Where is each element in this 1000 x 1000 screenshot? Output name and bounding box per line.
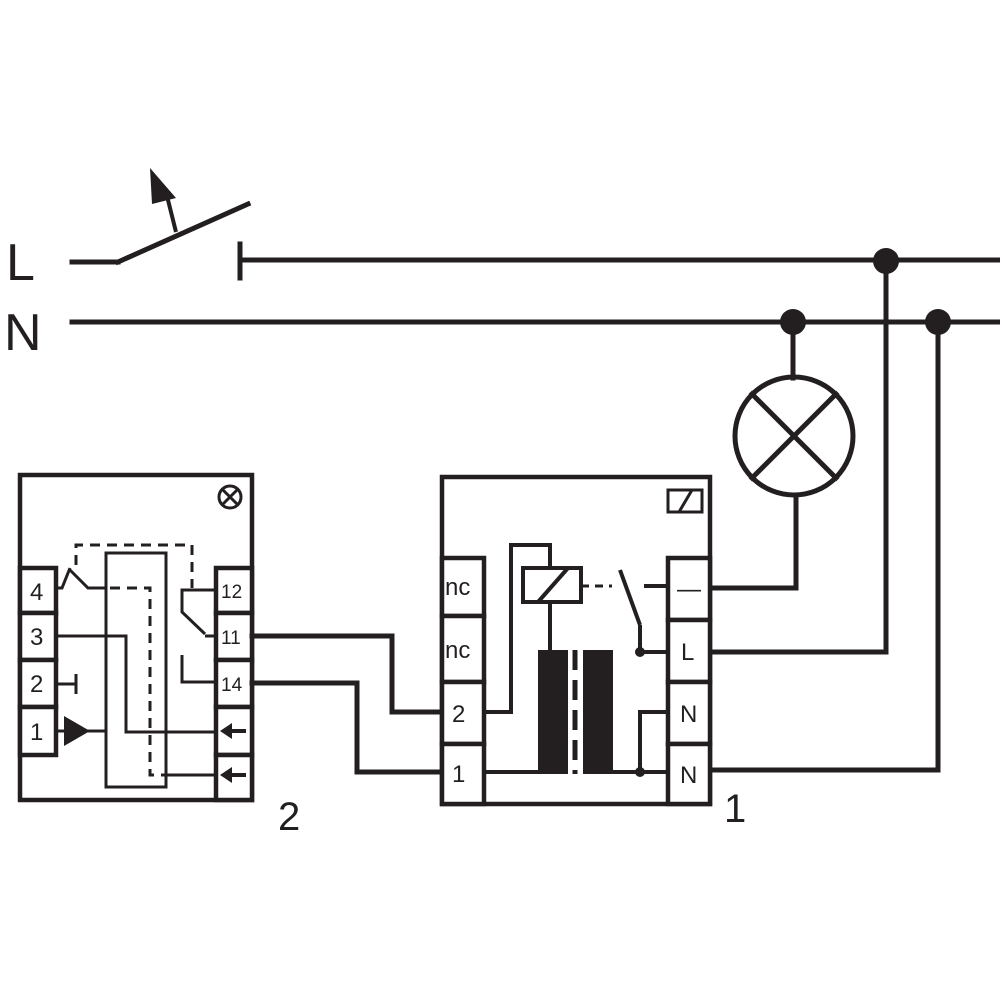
device-2-terminal-4-label: 4 xyxy=(30,579,43,606)
device-2-terminal-4 xyxy=(17,565,59,616)
screw-icon xyxy=(217,484,243,510)
device-2-terminal-2-label: 2 xyxy=(30,671,43,698)
device-2-terminal-1-label: 1 xyxy=(30,719,43,746)
device-2-terminal-12-label: 12 xyxy=(221,582,242,603)
triangle-icon xyxy=(64,716,90,746)
phase-label: L xyxy=(6,234,35,292)
device-1-terminal-nc-label: nc xyxy=(445,637,470,664)
device-2-dashed-link xyxy=(74,543,194,588)
device-2-terminal-11-label: 11 xyxy=(221,628,241,649)
device-1-terminal-nc-label: nc xyxy=(445,574,470,601)
contact-symbol-icon xyxy=(56,567,106,590)
device-2-module xyxy=(104,551,168,789)
pushbutton-switch-icon xyxy=(69,168,252,281)
device-1-terminal-L-label: L xyxy=(681,639,694,666)
relay-coil-icon xyxy=(666,488,704,514)
wire-14-to-1 xyxy=(249,680,445,775)
device-1-number: 1 xyxy=(724,787,746,831)
device-2-terminal-arrow xyxy=(213,752,255,803)
device-1-terminal-N-label: N xyxy=(680,701,697,728)
device-2-terminal-14-label: 14 xyxy=(221,675,243,696)
lamp-icon xyxy=(732,374,856,498)
device-1-terminal-switched-label: — xyxy=(677,576,701,603)
device-1-terminal-1-label: 1 xyxy=(452,761,465,788)
transformer-icon xyxy=(538,650,613,774)
contact-symbol-icon xyxy=(618,569,642,626)
wire-11-to-2 xyxy=(249,633,445,715)
device-1-terminal-N-label: N xyxy=(680,762,697,789)
device-2-number: 2 xyxy=(278,795,300,839)
device-1-terminal-2-label: 2 xyxy=(452,701,465,728)
arrow-left-icon xyxy=(220,723,246,739)
device-1-terminal-nc xyxy=(439,613,487,685)
device-2-terminal-3-label: 3 xyxy=(30,624,43,651)
neutral-label: N xyxy=(4,304,42,362)
arrow-left-icon xyxy=(220,767,246,783)
